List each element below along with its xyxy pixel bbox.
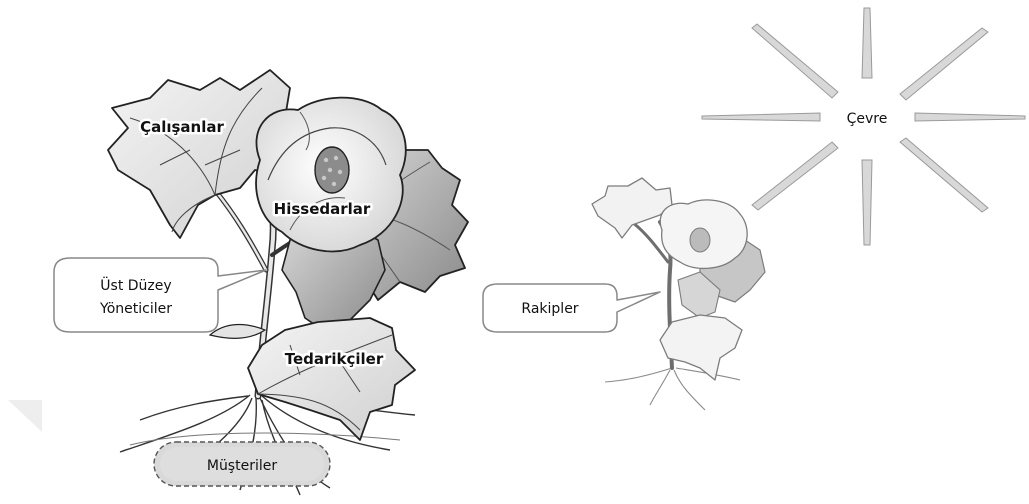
suppliers-label: Tedarikçiler (285, 350, 384, 368)
small-plant-icon (592, 178, 765, 410)
shareholders-label: Hissedarlar (274, 200, 371, 218)
competitors-callout: Rakipler (483, 284, 660, 332)
management-label-line2: Yöneticiler (99, 301, 172, 317)
competitors-label: Rakipler (521, 301, 578, 317)
employees-label: Çalışanlar (140, 118, 224, 136)
corner-triangle (8, 400, 42, 432)
management-callout: Üst Düzey Yöneticiler (54, 258, 266, 332)
environment-label: Çevre (847, 111, 888, 127)
customers-label: Müşteriler (207, 458, 277, 474)
customers-pill: Müşteriler (154, 442, 330, 486)
management-label-line1: Üst Düzey (100, 276, 171, 294)
shareholders-flower (256, 98, 406, 252)
